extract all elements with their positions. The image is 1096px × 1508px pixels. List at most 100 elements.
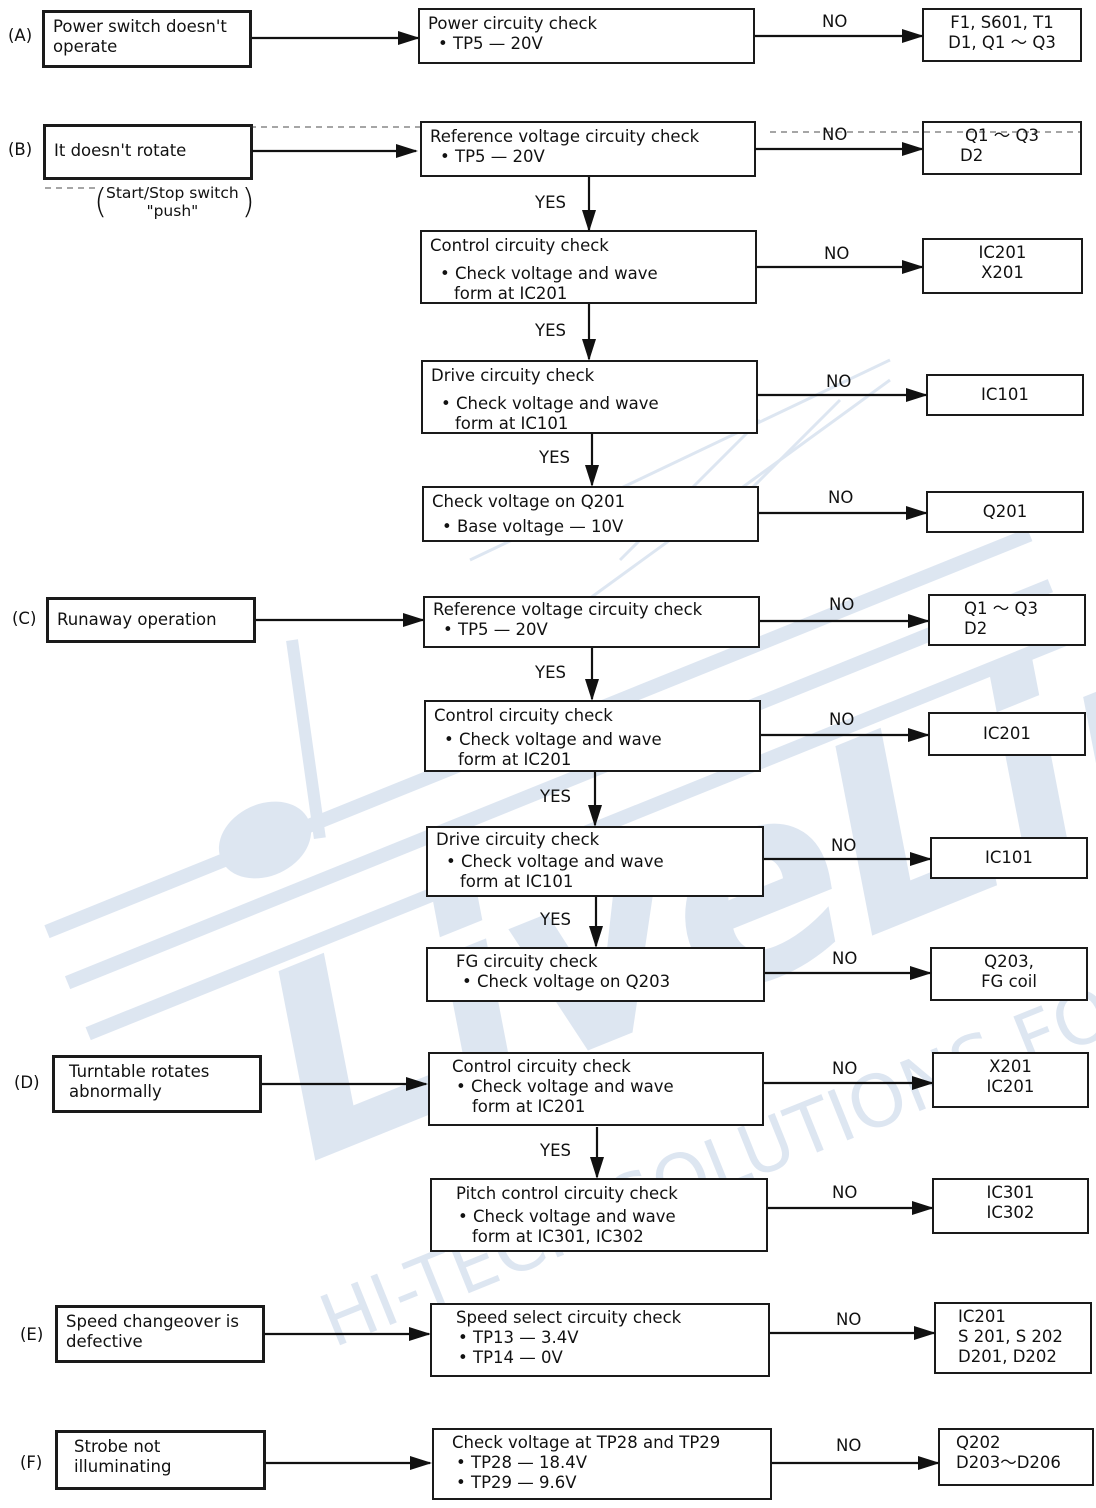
check-box-f: Check voltage at TP28 and TP29 TP28 — 18… — [432, 1428, 772, 1500]
result-box-b2: IC201 X201 — [922, 238, 1083, 294]
check-title: Power circuity check — [428, 14, 598, 33]
check-box-b1: Reference voltage circuity check TP5 — 2… — [420, 121, 756, 177]
check-title: Drive circuity check — [436, 830, 600, 849]
check-item: Check voltage and wave — [436, 852, 754, 872]
check-item: TP13 — 3.4V — [440, 1328, 760, 1348]
section-label-b: (B) — [8, 140, 33, 159]
section-label-a: (A) — [8, 26, 33, 45]
result-line: IC201 — [986, 1077, 1035, 1096]
result-line: Q1 ～ Q3 — [965, 126, 1039, 145]
check-box-d1: Control circuity check Check voltage and… — [428, 1052, 764, 1126]
check-box-b2: Control circuity check Check voltage and… — [420, 230, 757, 304]
result-line: IC201 — [978, 243, 1027, 262]
yes-label: YES — [540, 787, 571, 806]
check-item: Base voltage — 10V — [432, 517, 749, 537]
paren-left: ( — [94, 182, 108, 222]
result-line: Q201 — [982, 502, 1028, 521]
check-title: Control circuity check — [434, 706, 613, 725]
check-box-e: Speed select circuity check TP13 — 3.4V … — [430, 1303, 770, 1377]
yes-label: YES — [539, 448, 570, 467]
symptom-box-d: Turntable rotates abnormally — [52, 1055, 262, 1113]
result-box-e: IC201 S 201, S 202 D201, D202 — [934, 1302, 1092, 1374]
check-box-b3: Drive circuity check Check voltage and w… — [421, 360, 758, 434]
result-line: IC201 — [958, 1307, 1006, 1326]
result-box-b1: Q1 ～ Q3 D2 — [922, 121, 1082, 175]
check-title: Control circuity check — [430, 236, 609, 255]
result-box-c4: Q203, FG coil — [930, 947, 1088, 1001]
check-box-d2: Pitch control circuity check Check volta… — [430, 1178, 768, 1252]
result-line: S 201, S 202 — [958, 1327, 1063, 1346]
check-item-cont: form at IC201 — [454, 284, 568, 303]
check-item: Check voltage on Q203 — [436, 972, 755, 992]
no-label: NO — [836, 1310, 862, 1329]
check-box-c1: Reference voltage circuity check TP5 — 2… — [423, 596, 760, 648]
check-item-cont: form at IC301, IC302 — [472, 1227, 644, 1246]
check-item-cont: form at IC201 — [458, 750, 572, 769]
result-line: D201, D202 — [958, 1347, 1057, 1366]
check-title: Pitch control circuity check — [456, 1184, 678, 1203]
check-box-a: Power circuity check TP5 — 20V — [418, 8, 755, 64]
check-item: Check voltage and wave — [434, 730, 751, 750]
yes-label: YES — [540, 1141, 571, 1160]
check-title: Check voltage at TP28 and TP29 — [452, 1433, 721, 1452]
check-title: Control circuity check — [452, 1057, 631, 1076]
symptom-box-e: Speed changeover is defective — [55, 1305, 265, 1363]
result-box-d2: IC301 IC302 — [932, 1178, 1089, 1234]
check-item: Check voltage and wave — [430, 264, 747, 284]
result-box-a: F1, S601, T1 D1, Q1 ～ Q3 — [922, 8, 1082, 62]
section-label-e: (E) — [20, 1325, 44, 1344]
check-title: Speed select circuity check — [456, 1308, 682, 1327]
result-line: X201 — [981, 263, 1024, 282]
check-title: Reference voltage circuity check — [430, 127, 700, 146]
no-label: NO — [832, 1183, 858, 1202]
yes-label: YES — [540, 910, 571, 929]
symptom-line: Speed changeover is — [66, 1312, 239, 1331]
check-title: FG circuity check — [456, 952, 598, 971]
no-label: NO — [826, 372, 852, 391]
check-item: Check voltage and wave — [440, 1207, 758, 1227]
check-box-c4: FG circuity check Check voltage on Q203 — [426, 947, 765, 1002]
yes-label: YES — [535, 193, 566, 212]
section-label-f: (F) — [20, 1453, 43, 1472]
result-box-f: Q202 D203～D206 — [938, 1428, 1094, 1486]
no-label: NO — [832, 949, 858, 968]
symptom-line: It doesn't rotate — [54, 141, 187, 160]
result-line: D1, Q1 ～ Q3 — [948, 33, 1056, 52]
no-label: NO — [822, 125, 848, 144]
note-line: "push" — [146, 202, 199, 220]
symptom-box-b: It doesn't rotate — [43, 124, 253, 180]
section-label-d: (D) — [14, 1073, 40, 1092]
result-line: Q202 — [956, 1433, 1001, 1452]
check-item-cont: form at IC201 — [472, 1097, 586, 1116]
no-label: NO — [836, 1436, 862, 1455]
check-item: TP5 — 20V — [433, 620, 750, 640]
symptom-line: Strobe not — [74, 1437, 161, 1456]
check-box-c2: Control circuity check Check voltage and… — [424, 700, 761, 772]
result-line: X201 — [989, 1057, 1032, 1076]
check-item: TP5 — 20V — [430, 147, 746, 167]
result-line: Q203, — [984, 952, 1034, 971]
paren-right: ) — [241, 182, 255, 222]
result-box-d1: X201 IC201 — [932, 1052, 1089, 1108]
symptom-box-c: Runaway operation — [46, 597, 256, 643]
symptom-box-f: Strobe not illuminating — [55, 1430, 266, 1490]
check-item-cont: form at IC101 — [460, 872, 574, 891]
check-item: TP28 — 18.4V — [442, 1453, 762, 1473]
result-line: IC301 — [986, 1183, 1035, 1202]
result-line: F1, S601, T1 — [950, 13, 1054, 32]
no-label: NO — [828, 488, 854, 507]
section-label-c: (C) — [12, 609, 37, 628]
start-stop-note: ( Start/Stop switch "push" ) — [94, 184, 255, 220]
check-item: TP5 — 20V — [428, 34, 745, 54]
no-label: NO — [831, 836, 857, 855]
result-line: IC101 — [985, 848, 1033, 867]
check-title: Reference voltage circuity check — [433, 600, 703, 619]
yes-label: YES — [535, 663, 566, 682]
no-label: NO — [824, 244, 850, 263]
yes-label: YES — [535, 321, 566, 340]
symptom-box-a: Power switch doesn't operate — [42, 10, 252, 68]
check-item: TP29 — 9.6V — [442, 1473, 762, 1493]
result-line: D203～D206 — [956, 1453, 1061, 1472]
symptom-line: illuminating — [74, 1457, 172, 1476]
